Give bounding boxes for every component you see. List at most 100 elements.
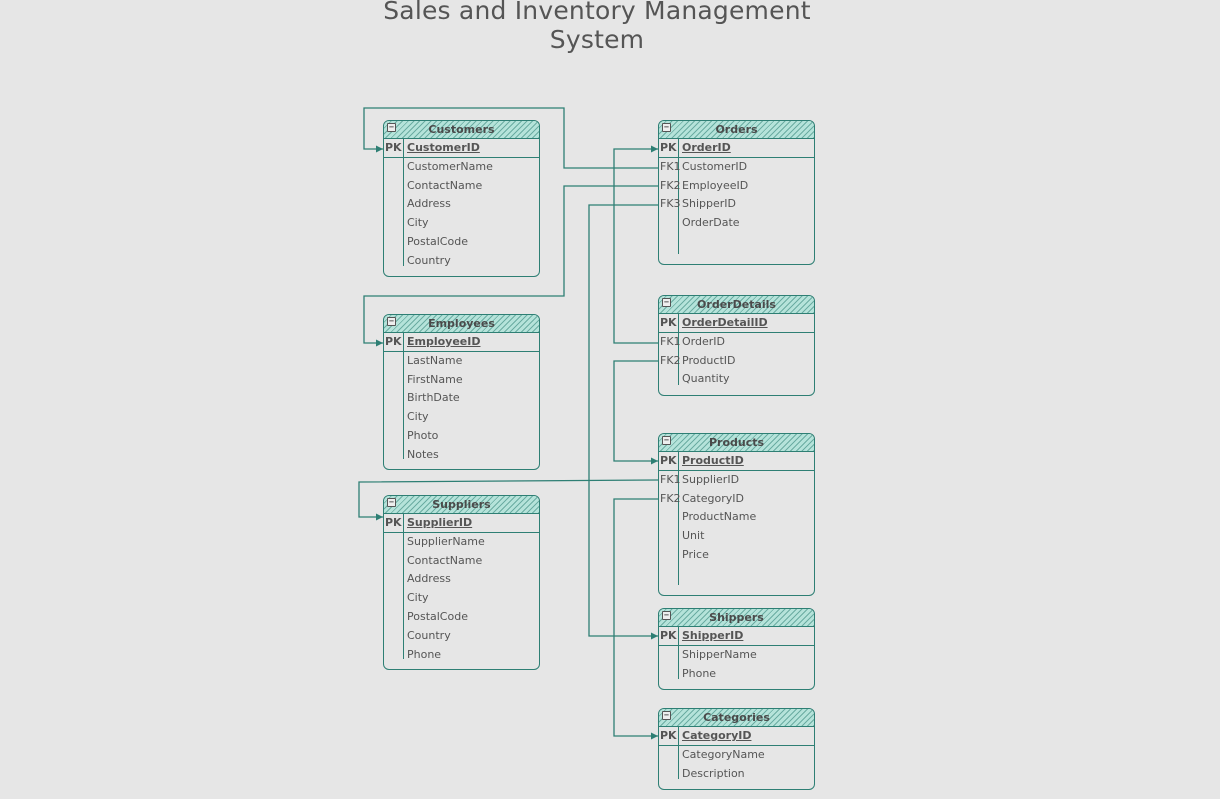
table-name: Categories [703,711,770,724]
key-column-divider [678,452,679,585]
field-row[interactable]: CategoryName [659,746,814,765]
field-row[interactable]: Address [384,195,539,214]
field-row[interactable]: ShipperName [659,646,814,665]
pk-row[interactable]: PK OrderDetailID [659,314,814,333]
table-name: Customers [428,123,495,136]
field-name: OrderDetailID [682,316,768,329]
field-row[interactable]: LastName [384,352,539,371]
field-row[interactable]: BirthDate [384,389,539,408]
table-header[interactable]: − Shippers [659,609,814,627]
collapse-icon[interactable]: − [662,611,671,620]
key-label: PK [660,629,677,642]
table-header[interactable]: − Employees [384,315,539,333]
key-column-divider [678,139,679,254]
field-row[interactable]: OrderDate [659,214,814,233]
field-name: Country [407,253,451,267]
field-name: ProductID [682,454,744,467]
table-header[interactable]: − Orders [659,121,814,139]
field-name: OrderID [682,334,725,348]
key-column-divider [678,727,679,779]
pk-row[interactable]: PK ShipperID [659,627,814,646]
field-row[interactable]: Photo [384,427,539,446]
key-label: FK2 [660,491,681,505]
field-row[interactable]: Unit [659,527,814,546]
field-row[interactable]: City [384,214,539,233]
field-row[interactable]: PostalCode [384,233,539,252]
field-row[interactable]: FirstName [384,371,539,390]
pk-row[interactable]: PK CustomerID [384,139,539,158]
field-row[interactable]: ProductName [659,508,814,527]
pk-row[interactable]: PK ProductID [659,452,814,471]
collapse-icon[interactable]: − [662,711,671,720]
field-name: ShipperID [682,197,736,211]
field-name: PostalCode [407,609,468,623]
collapse-icon[interactable]: − [662,298,671,307]
table-header[interactable]: − OrderDetails [659,296,814,314]
field-row[interactable]: Country [384,627,539,646]
field-name: CustomerID [682,159,748,173]
collapse-icon[interactable]: − [662,436,671,445]
field-name: CustomerName [407,159,493,173]
link-orderdetails-order [613,145,658,344]
field-row[interactable]: Description [659,765,814,784]
table-shippers[interactable]: − Shippers PK ShipperID ShipperName Phon… [658,608,815,690]
key-label: PK [660,141,677,154]
table-header[interactable]: − Suppliers [384,496,539,514]
field-row[interactable]: PostalCode [384,608,539,627]
field-name: PostalCode [407,234,468,248]
field-row[interactable]: Price [659,546,814,565]
field-row[interactable]: CustomerName [384,158,539,177]
link-orderdetails-product [613,360,658,465]
pk-row[interactable]: PK SupplierID [384,514,539,533]
field-name: Price [682,547,709,561]
collapse-icon[interactable]: − [387,498,396,507]
table-header[interactable]: − Products [659,434,814,452]
collapse-icon[interactable]: − [387,317,396,326]
field-row[interactable]: City [384,589,539,608]
field-name: ShipperID [682,629,744,642]
field-row[interactable]: Phone [659,665,814,684]
field-row[interactable]: SupplierName [384,533,539,552]
table-name: Suppliers [432,498,491,511]
key-column-divider [678,314,679,385]
collapse-icon[interactable]: − [387,123,396,132]
field-row[interactable]: Address [384,570,539,589]
table-suppliers[interactable]: − Suppliers PK SupplierID SupplierName C… [383,495,540,670]
table-header[interactable]: − Categories [659,709,814,727]
field-name: EmployeeID [407,335,481,348]
field-row[interactable]: Country [384,252,539,271]
key-column-divider [678,627,679,679]
field-row[interactable]: Phone [384,646,539,665]
field-row[interactable]: Notes [384,446,539,465]
table-customers[interactable]: − Customers PK CustomerID CustomerName C… [383,120,540,277]
field-row[interactable]: ContactName [384,552,539,571]
field-name: City [407,216,429,230]
field-row[interactable]: City [384,408,539,427]
pk-row[interactable]: PK CategoryID [659,727,814,746]
field-row[interactable]: ContactName [384,177,539,196]
key-label: PK [660,316,677,329]
pk-row[interactable]: PK EmployeeID [384,333,539,352]
table-categories[interactable]: − Categories PK CategoryID CategoryName … [658,708,815,790]
key-label: FK1 [660,334,681,348]
table-employees[interactable]: − Employees PK EmployeeID LastName First… [383,314,540,470]
field-name: ShipperName [682,647,757,661]
table-header[interactable]: − Customers [384,121,539,139]
field-row[interactable]: Quantity [659,370,814,389]
field-name: Country [407,628,451,642]
collapse-icon[interactable]: − [662,123,671,132]
key-label: PK [660,729,677,742]
key-column-divider [403,333,404,459]
key-label: PK [660,454,677,467]
pk-row[interactable]: PK OrderID [659,139,814,158]
